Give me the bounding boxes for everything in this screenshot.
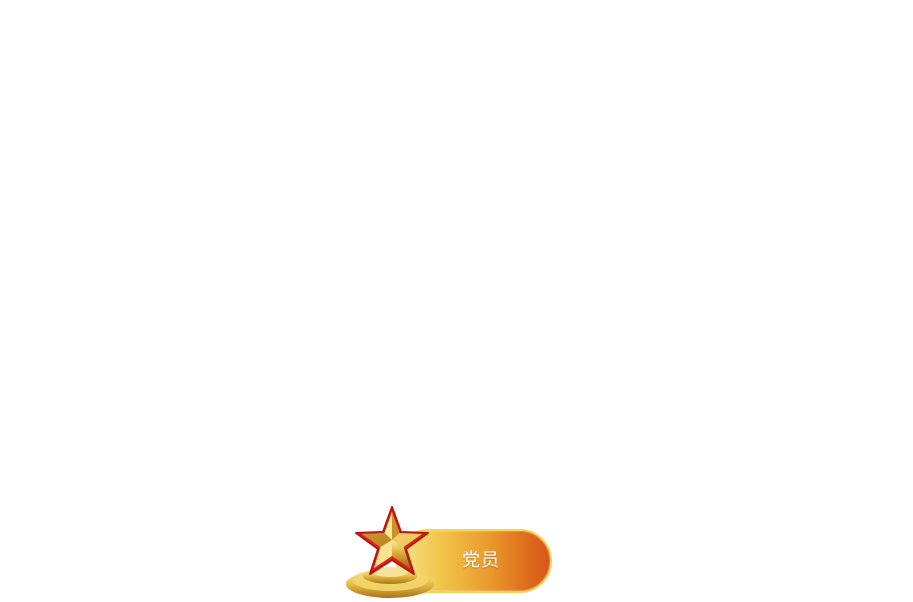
party-member-badge[interactable]: 党员 (340, 502, 556, 602)
star-pedestal-icon (346, 506, 434, 598)
badge-label: 党员 (462, 550, 500, 571)
